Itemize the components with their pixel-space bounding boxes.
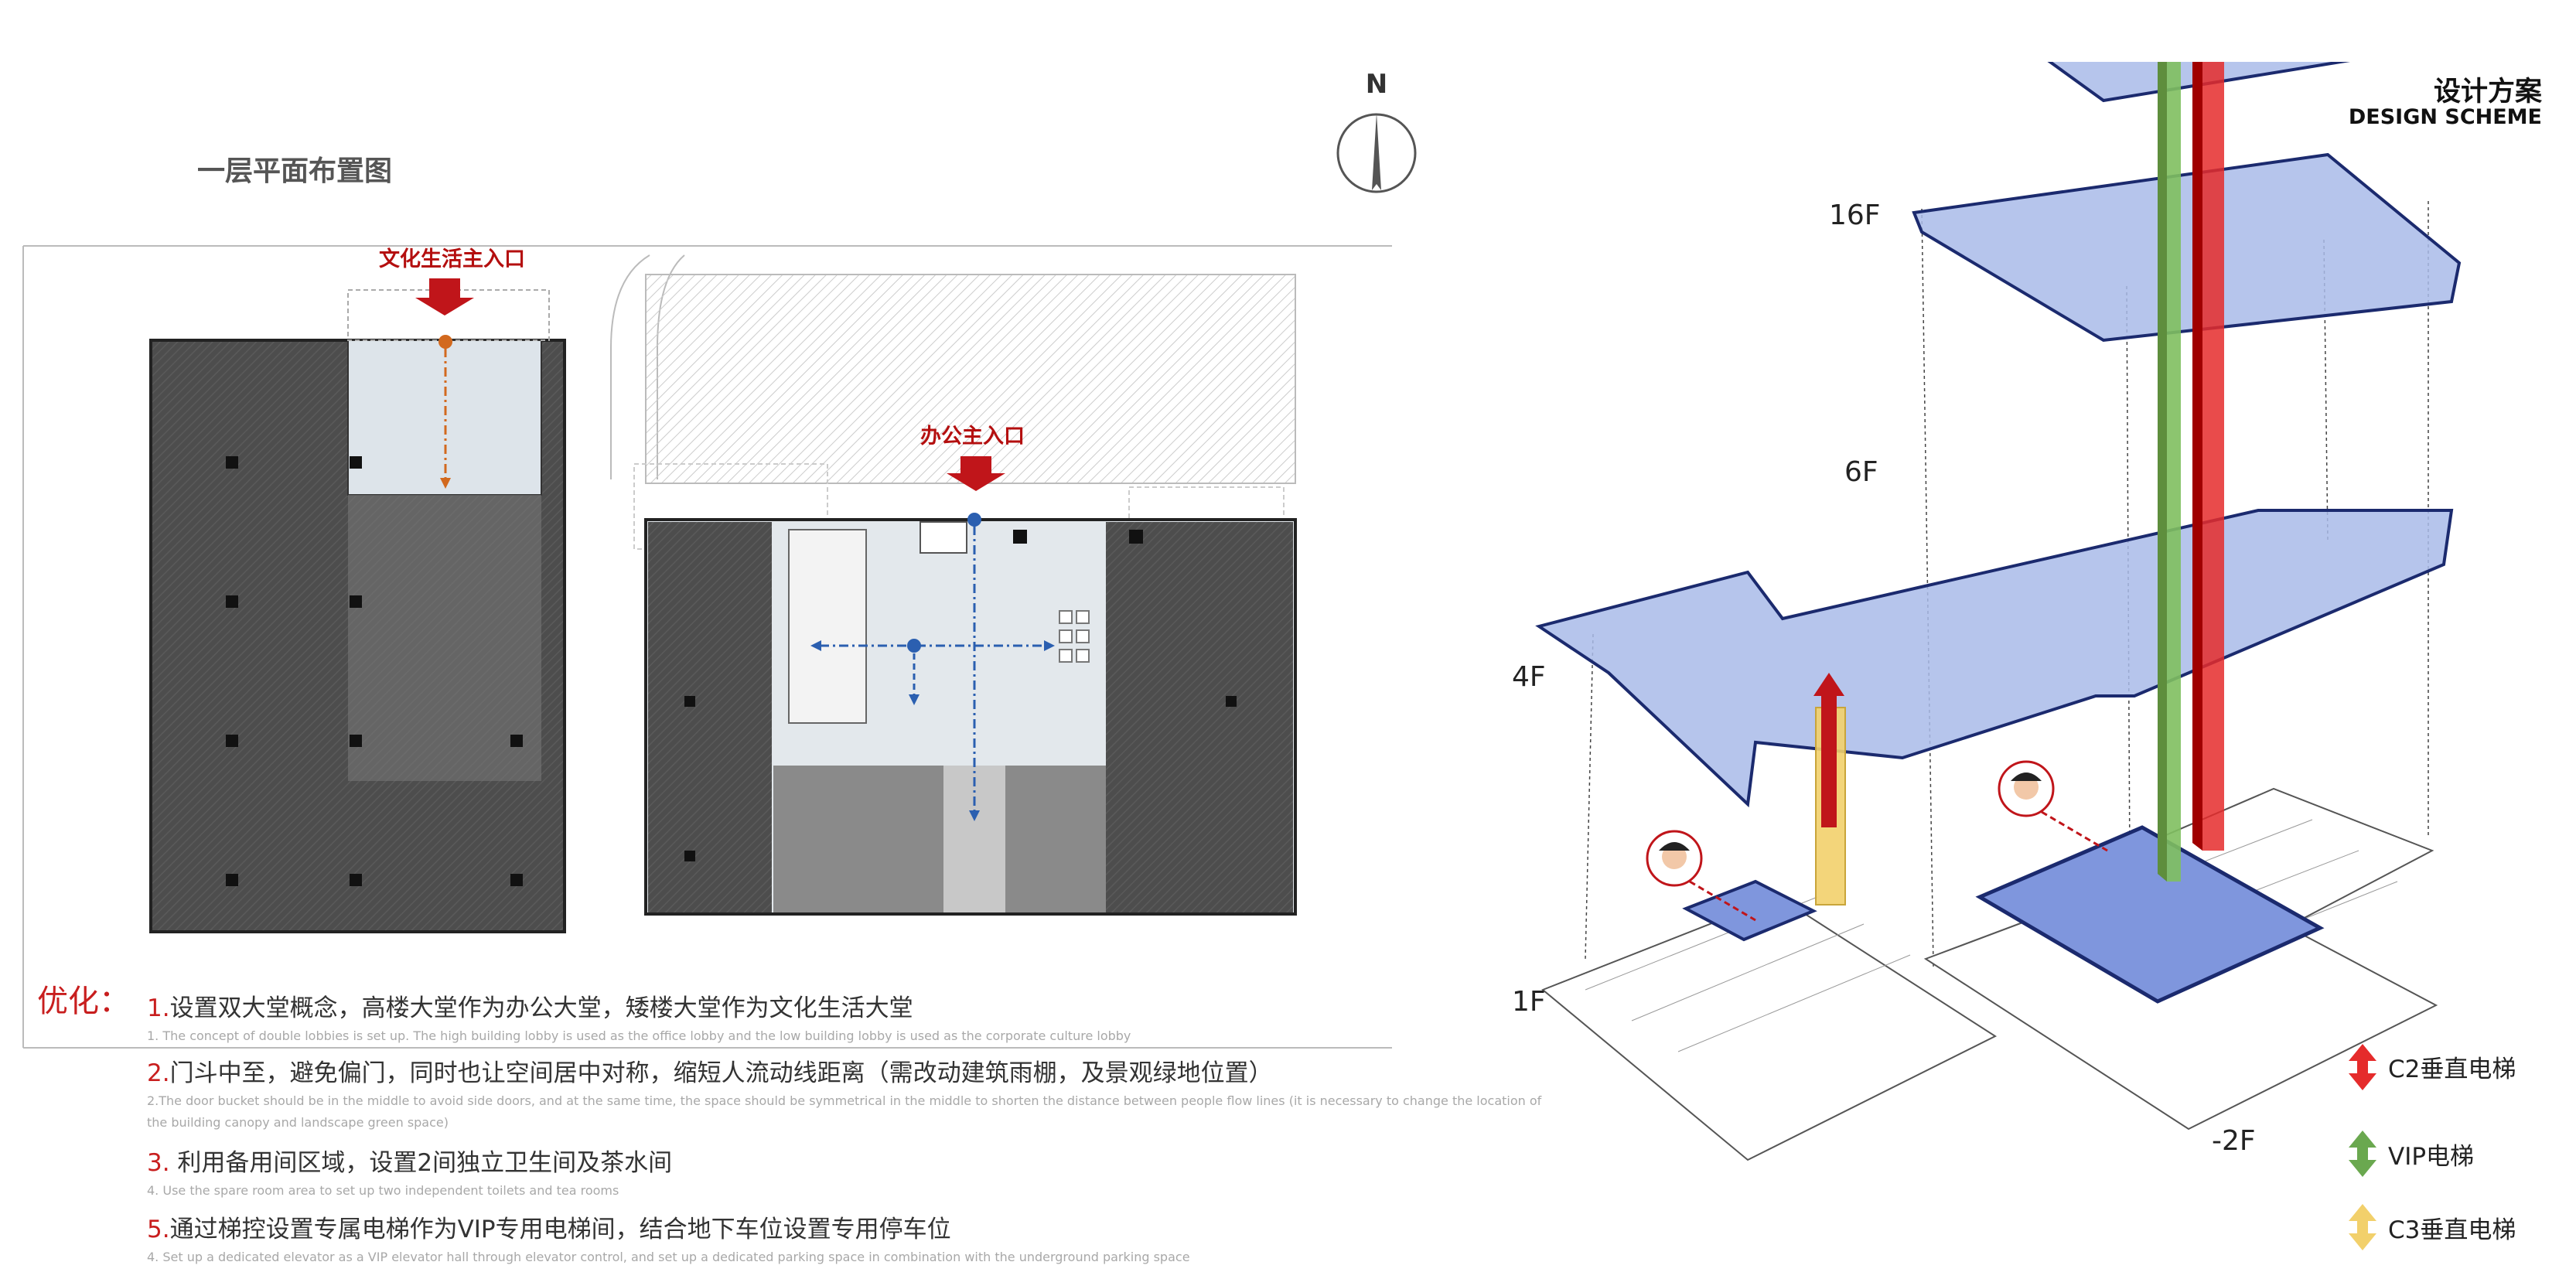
north-compass-icon: N [1336, 69, 1417, 193]
floor-label-4f: 4F [1512, 661, 1546, 693]
plan-title: 一层平面布置图 [197, 155, 393, 187]
floor-4f-slab [1535, 509, 2454, 808]
opt-item-4-en: 4. Set up a dedicated elevator as a VIP … [147, 1250, 1190, 1264]
opt-item-2-en: 2.The door bucket should be in the middl… [147, 1093, 1542, 1108]
vip-elevator-legend-icon [2349, 1131, 2376, 1177]
office-entrance-arrow [947, 456, 1005, 491]
c2-elevator-shaft [2192, 62, 2224, 851]
opt-item-4: 5.通过梯控设置专属电梯作为VIP专用电梯间，结合地下车位设置专用停车位 [147, 1216, 951, 1243]
optimization-label: 优化： [37, 984, 130, 1019]
lobby-slab-low [1682, 879, 1817, 942]
culture-entrance-arrow [415, 278, 474, 315]
vip-elevator-shaft [2158, 62, 2181, 882]
floor-label-16f: 16F [1829, 200, 1881, 231]
opt-item-1-en: 1. The concept of double lobbies is set … [147, 1028, 1131, 1043]
axonometric-diagram [1535, 62, 2462, 1161]
legend-label-c3: C3垂直电梯 [2388, 1216, 2516, 1244]
floor-label-b2: -2F [2212, 1125, 2256, 1157]
floor-label-1f: 1F [1512, 986, 1546, 1018]
low-building [149, 289, 566, 933]
floor-label-6f: 6F [1844, 456, 1878, 488]
office-entrance-label: 办公主入口 [920, 425, 1025, 449]
lobby-slab-high [1975, 825, 2325, 1004]
person-icon-right [1998, 760, 2108, 852]
legend-label-vip: VIP电梯 [2388, 1143, 2475, 1171]
c2-elevator-legend-icon [2349, 1044, 2376, 1090]
opt-item-3: 3. 利用备用间区域，设置2间独立卫生间及茶水间 [147, 1149, 673, 1177]
culture-entrance-label: 文化生活主入口 [379, 247, 525, 271]
floor-6f-slab [1912, 152, 2462, 343]
high-building [644, 513, 1297, 916]
c3-elevator-shaft [1813, 673, 1846, 906]
scheme-title-cn: 设计方案 [2433, 77, 2542, 107]
opt-item-3-en: 4. Use the spare room area to set up two… [147, 1183, 619, 1198]
compass-label: N [1366, 69, 1387, 100]
opt-item-2: 2.门斗中至，避免偏门，同时也让空间居中对称，缩短人流动线距离（需改动建筑雨棚，… [147, 1059, 1273, 1087]
scheme-title-en: DESIGN SCHEME [2348, 105, 2542, 129]
opt-item-1: 1.设置双大堂概念，高楼大堂作为办公大堂，矮楼大堂作为文化生活大堂 [147, 994, 913, 1022]
c3-elevator-legend-icon [2349, 1204, 2376, 1250]
person-icon-left [1646, 830, 1756, 922]
floor-plan [22, 245, 1392, 1049]
legend-label-c2: C2垂直电梯 [2388, 1056, 2516, 1083]
opt-item-2-en-cont: the building canopy and landscape green … [147, 1115, 449, 1130]
